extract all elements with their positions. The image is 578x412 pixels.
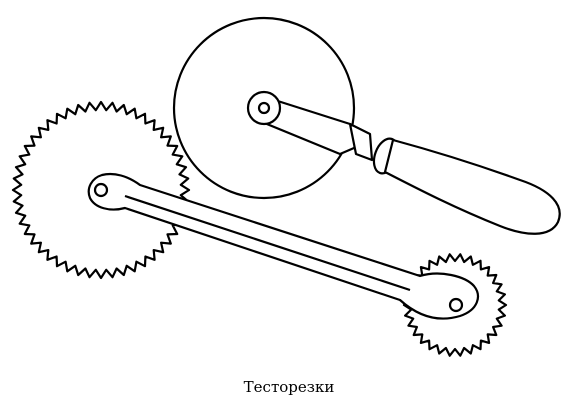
small-wheel-hub [448,297,464,313]
crimped-cutter-bar-handle [87,172,479,320]
figure-caption: Тесторезки [243,378,335,396]
plain-cutter-handle [383,138,561,235]
plain-cutter-hub-rivet [257,101,271,115]
plain-wheel-cutter [172,16,561,235]
large-wheel-hub [93,182,109,198]
crimped-cutter-bar-edge [124,194,411,292]
crimped-wheel-cutter [11,100,508,357]
plain-cutter-ferrule [348,122,374,162]
